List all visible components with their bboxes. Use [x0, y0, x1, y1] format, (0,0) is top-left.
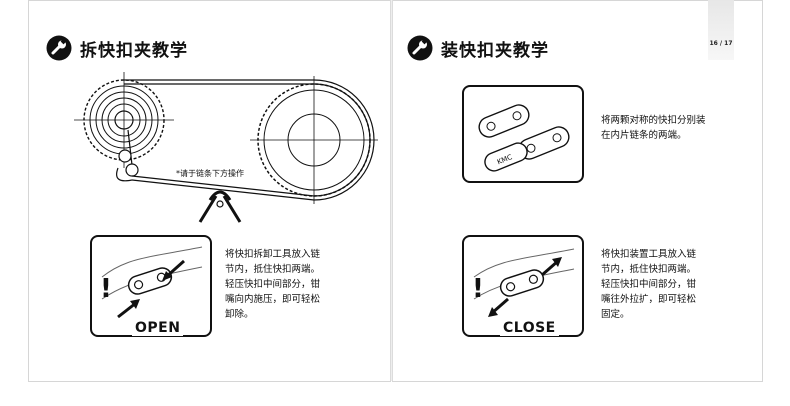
page-number: 16 / 17 — [709, 40, 733, 47]
chain-link-open — [127, 267, 173, 295]
right-intro-text: 将两颗对称的快扣分别装 在内片链条的两端。 — [601, 113, 706, 143]
right-step-text: 将快扣装置工具放入链 节内，抵住快扣两端。 轻压快扣中间部分，钳 嘴往外拉扩，即… — [601, 247, 696, 322]
page-gutter — [390, 0, 393, 381]
warning-exclamation: ! — [100, 274, 112, 304]
master-link-panel: KMC — [462, 85, 584, 183]
right-step-line: 固定。 — [601, 309, 630, 320]
left-step-line: 将快扣拆卸工具放入链 — [225, 249, 321, 260]
left-step-line: 嘴向内施压，即可轻松 — [225, 294, 321, 305]
arrow-left-up — [117, 301, 137, 319]
left-heading: 拆快扣夹教学 — [46, 35, 188, 61]
rear-derailleur — [118, 129, 139, 177]
front-chainring — [250, 76, 378, 204]
intro-line: 将两颗对称的快扣分别装 — [601, 115, 706, 126]
page-tab — [708, 0, 734, 60]
left-step-line: 节内，抵住快扣两端。 — [225, 264, 321, 275]
right-step-line: 将快扣装置工具放入链 — [601, 249, 697, 260]
right-heading: 装快扣夹教学 — [407, 35, 549, 61]
open-illustration: ! — [100, 246, 203, 319]
chain-path — [124, 79, 314, 85]
right-step-line: 轻压快扣中间部分，钳 — [601, 279, 697, 290]
chain-drive-diagram — [74, 72, 378, 223]
master-link-illustration: KMC — [478, 104, 570, 172]
right-page-title: 装快扣夹教学 — [441, 40, 549, 61]
warning-exclamation: ! — [472, 274, 484, 304]
left-step-line: 轻压快扣中间部分，钳 — [225, 279, 321, 290]
right-step-line: 嘴往外拉扩，即可轻松 — [601, 294, 697, 305]
left-page-title: 拆快扣夹教学 — [80, 40, 188, 61]
wrench-icon — [46, 35, 72, 61]
wrench-icon — [407, 35, 433, 61]
open-label: OPEN — [132, 320, 184, 336]
chain-link-close — [499, 269, 545, 297]
right-step-line: 节内，抵住快扣两端。 — [601, 264, 697, 275]
left-step-line: 卸除。 — [225, 309, 254, 320]
left-step-text: 将快扣拆卸工具放入链 节内，抵住快扣两端。 轻压快扣中间部分，钳 嘴向内施压，即… — [225, 247, 320, 322]
operation-note: *请于链条下方操作 — [176, 169, 244, 178]
close-label: CLOSE — [500, 320, 559, 336]
intro-line: 在内片链条的两端。 — [601, 130, 687, 141]
pliers-tool — [198, 190, 242, 223]
close-illustration: ! — [472, 248, 575, 317]
